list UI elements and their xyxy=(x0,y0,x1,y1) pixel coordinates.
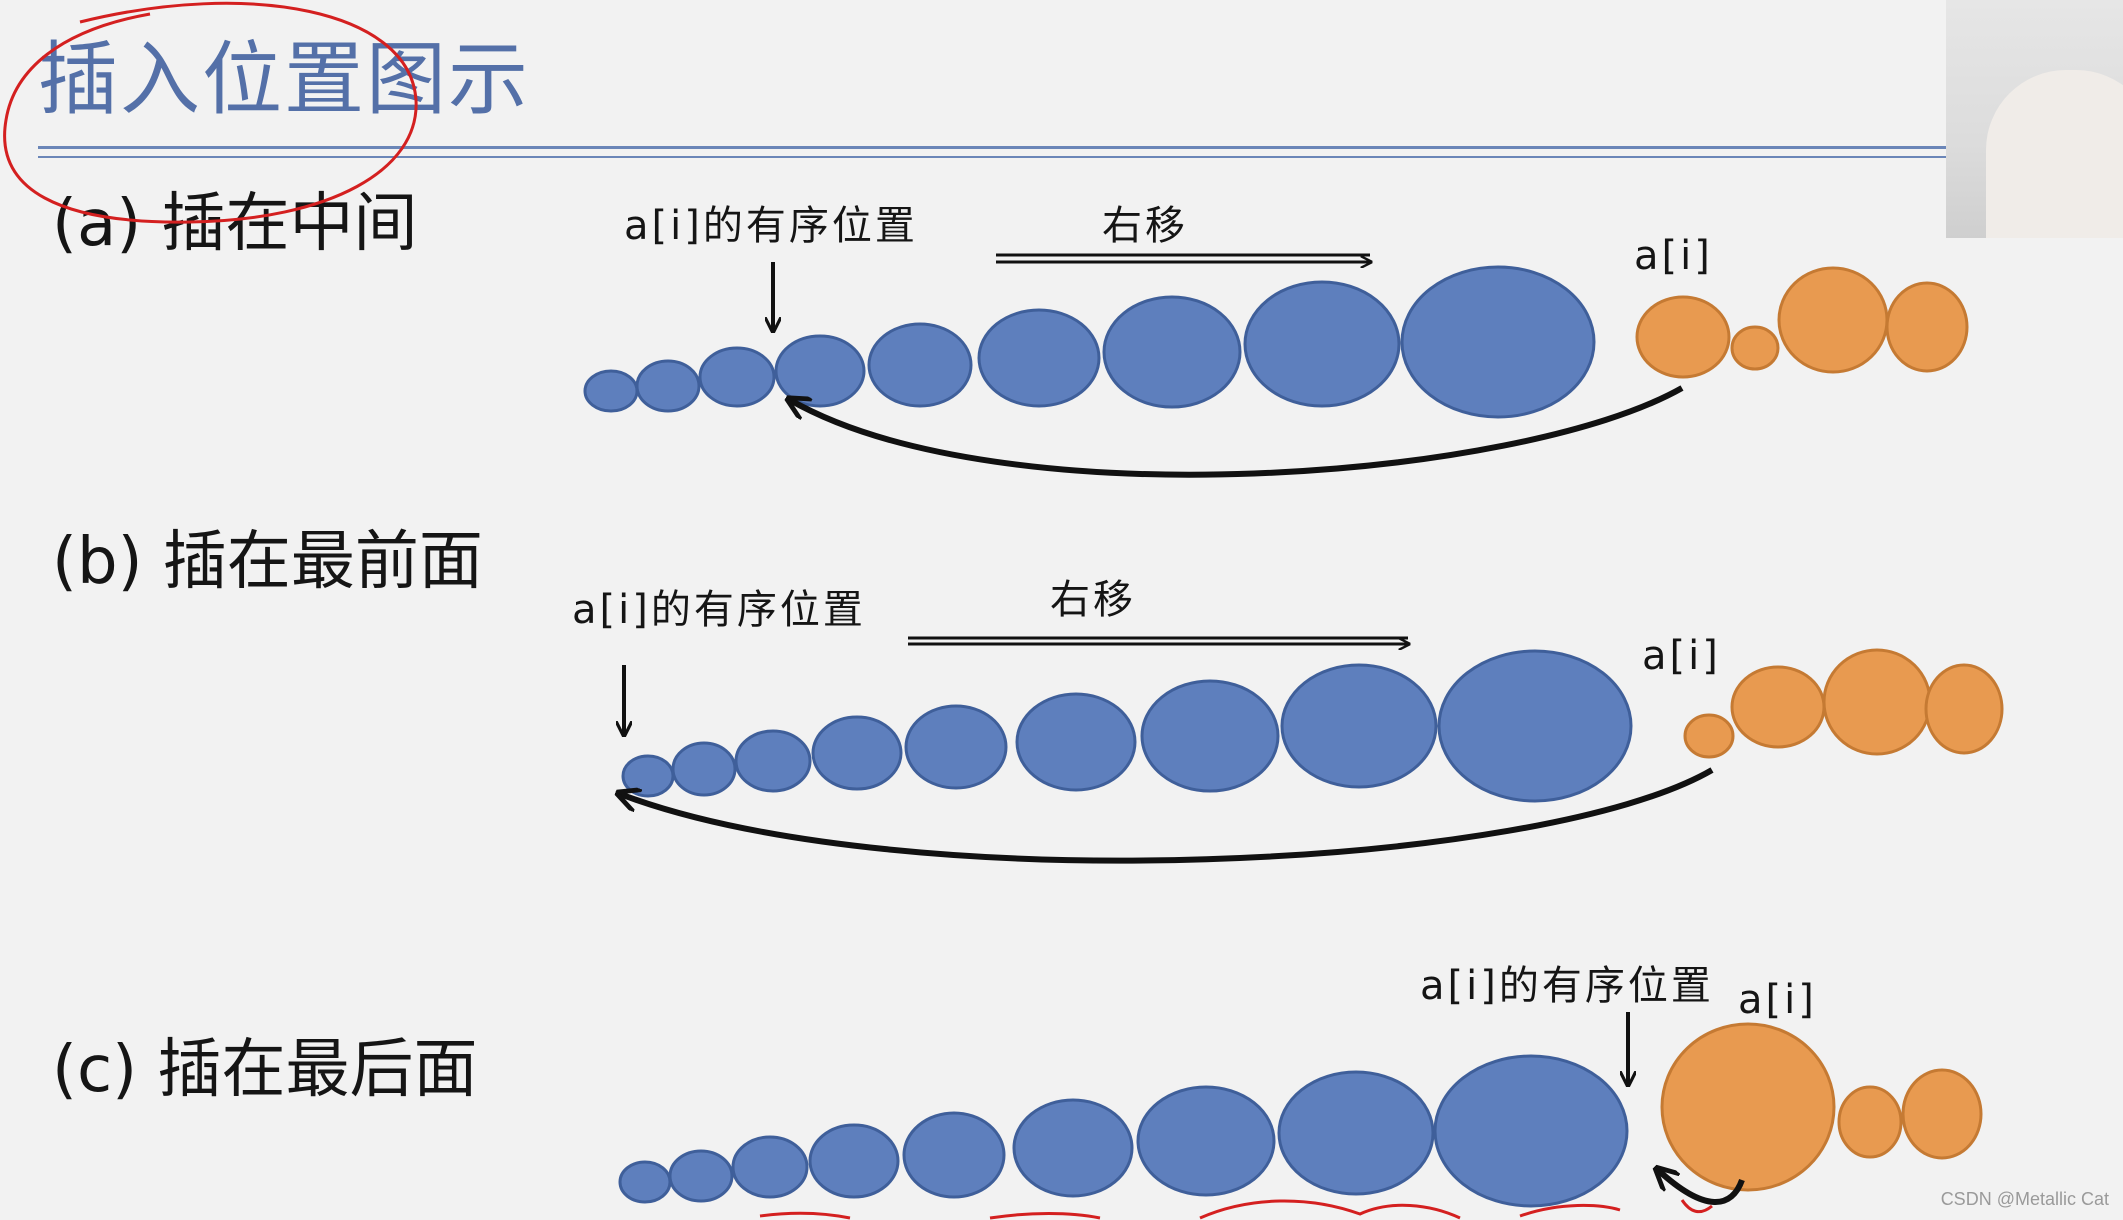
sorted-element xyxy=(774,334,866,408)
bottom-annotation-marks xyxy=(759,1199,1713,1220)
sorted-element xyxy=(1277,1070,1435,1196)
sorted-element xyxy=(731,1135,809,1199)
sorted-element xyxy=(583,369,639,413)
insert-element xyxy=(1660,1022,1836,1192)
sorted-element xyxy=(618,1160,672,1204)
insert-element xyxy=(1635,295,1731,379)
section-a-arrows xyxy=(773,253,1684,478)
sorted-element xyxy=(977,308,1101,408)
insert-return-arrow xyxy=(1658,1170,1745,1205)
sorted-element xyxy=(1437,649,1633,803)
section-b-element-label: a[i] xyxy=(1642,633,1721,679)
section-c-label: (c) 插在最后面 xyxy=(52,1033,478,1107)
section-b-label: (b) 插在最前面 xyxy=(52,525,483,599)
sorted-element xyxy=(635,359,701,413)
title-divider-bottom xyxy=(38,156,1946,158)
sorted-element xyxy=(904,704,1008,790)
sorted-element xyxy=(671,741,737,797)
sorted-element xyxy=(902,1111,1006,1199)
section-a-label: (a) 插在中间 xyxy=(52,187,418,261)
section-b-unsorted-sequence xyxy=(1683,648,2004,759)
insert-element xyxy=(1683,713,1735,759)
section-a-sorted-sequence xyxy=(583,265,1596,419)
section-b-shift-label: 右移 xyxy=(1050,577,1136,623)
unsorted-element xyxy=(1901,1068,1983,1160)
presenter-image xyxy=(1986,70,2123,238)
sorted-element xyxy=(698,346,776,408)
slide-title: 插入位置图示 xyxy=(38,33,530,126)
section-a-unsorted-sequence xyxy=(1635,266,1969,379)
section-c-sorted-sequence xyxy=(618,1054,1629,1208)
sorted-element xyxy=(1012,1098,1134,1198)
title-annotation-circle xyxy=(3,1,418,224)
unsorted-element xyxy=(1777,266,1889,374)
sorted-element xyxy=(1243,280,1401,408)
section-c-arrows xyxy=(1628,1012,1745,1205)
section-b-arrows xyxy=(620,636,1714,864)
insert-return-arrow xyxy=(790,385,1684,478)
sorted-element xyxy=(1400,265,1596,419)
section-b-ordered-position-label: a[i]的有序位置 xyxy=(572,587,866,633)
sorted-element xyxy=(621,754,675,798)
webcam-overlay xyxy=(1946,0,2123,238)
section-a-element-label: a[i] xyxy=(1634,233,1713,279)
section-a-ordered-position-label: a[i]的有序位置 xyxy=(624,203,918,249)
insert-return-arrow xyxy=(620,767,1714,864)
unsorted-element xyxy=(1837,1085,1903,1159)
section-a-shift-label: 右移 xyxy=(1102,203,1188,249)
unsorted-element xyxy=(1924,663,2004,755)
sorted-element xyxy=(811,715,903,791)
section-b-sorted-sequence xyxy=(621,649,1633,803)
sorted-element xyxy=(867,322,973,408)
section-c-ordered-position-label: a[i]的有序位置 xyxy=(1420,963,1714,1009)
section-c-unsorted-sequence xyxy=(1660,1022,1983,1192)
sorted-element xyxy=(1015,692,1137,792)
unsorted-element xyxy=(1885,281,1969,373)
sorted-element xyxy=(1102,295,1242,409)
unsorted-element xyxy=(1730,325,1780,371)
section-c-element-label: a[i] xyxy=(1738,977,1817,1023)
sorted-element xyxy=(1280,663,1438,789)
sorted-element xyxy=(1140,679,1280,793)
unsorted-element xyxy=(1822,648,1932,756)
sorted-element xyxy=(1136,1085,1276,1197)
sorted-element xyxy=(668,1149,734,1203)
sorted-element xyxy=(1433,1054,1629,1208)
unsorted-element xyxy=(1730,665,1826,749)
watermark: CSDN @Metallic Cat xyxy=(1940,1189,2109,1209)
sorted-element xyxy=(808,1123,900,1199)
sorted-element xyxy=(734,729,812,793)
title-divider-top xyxy=(38,146,1946,149)
